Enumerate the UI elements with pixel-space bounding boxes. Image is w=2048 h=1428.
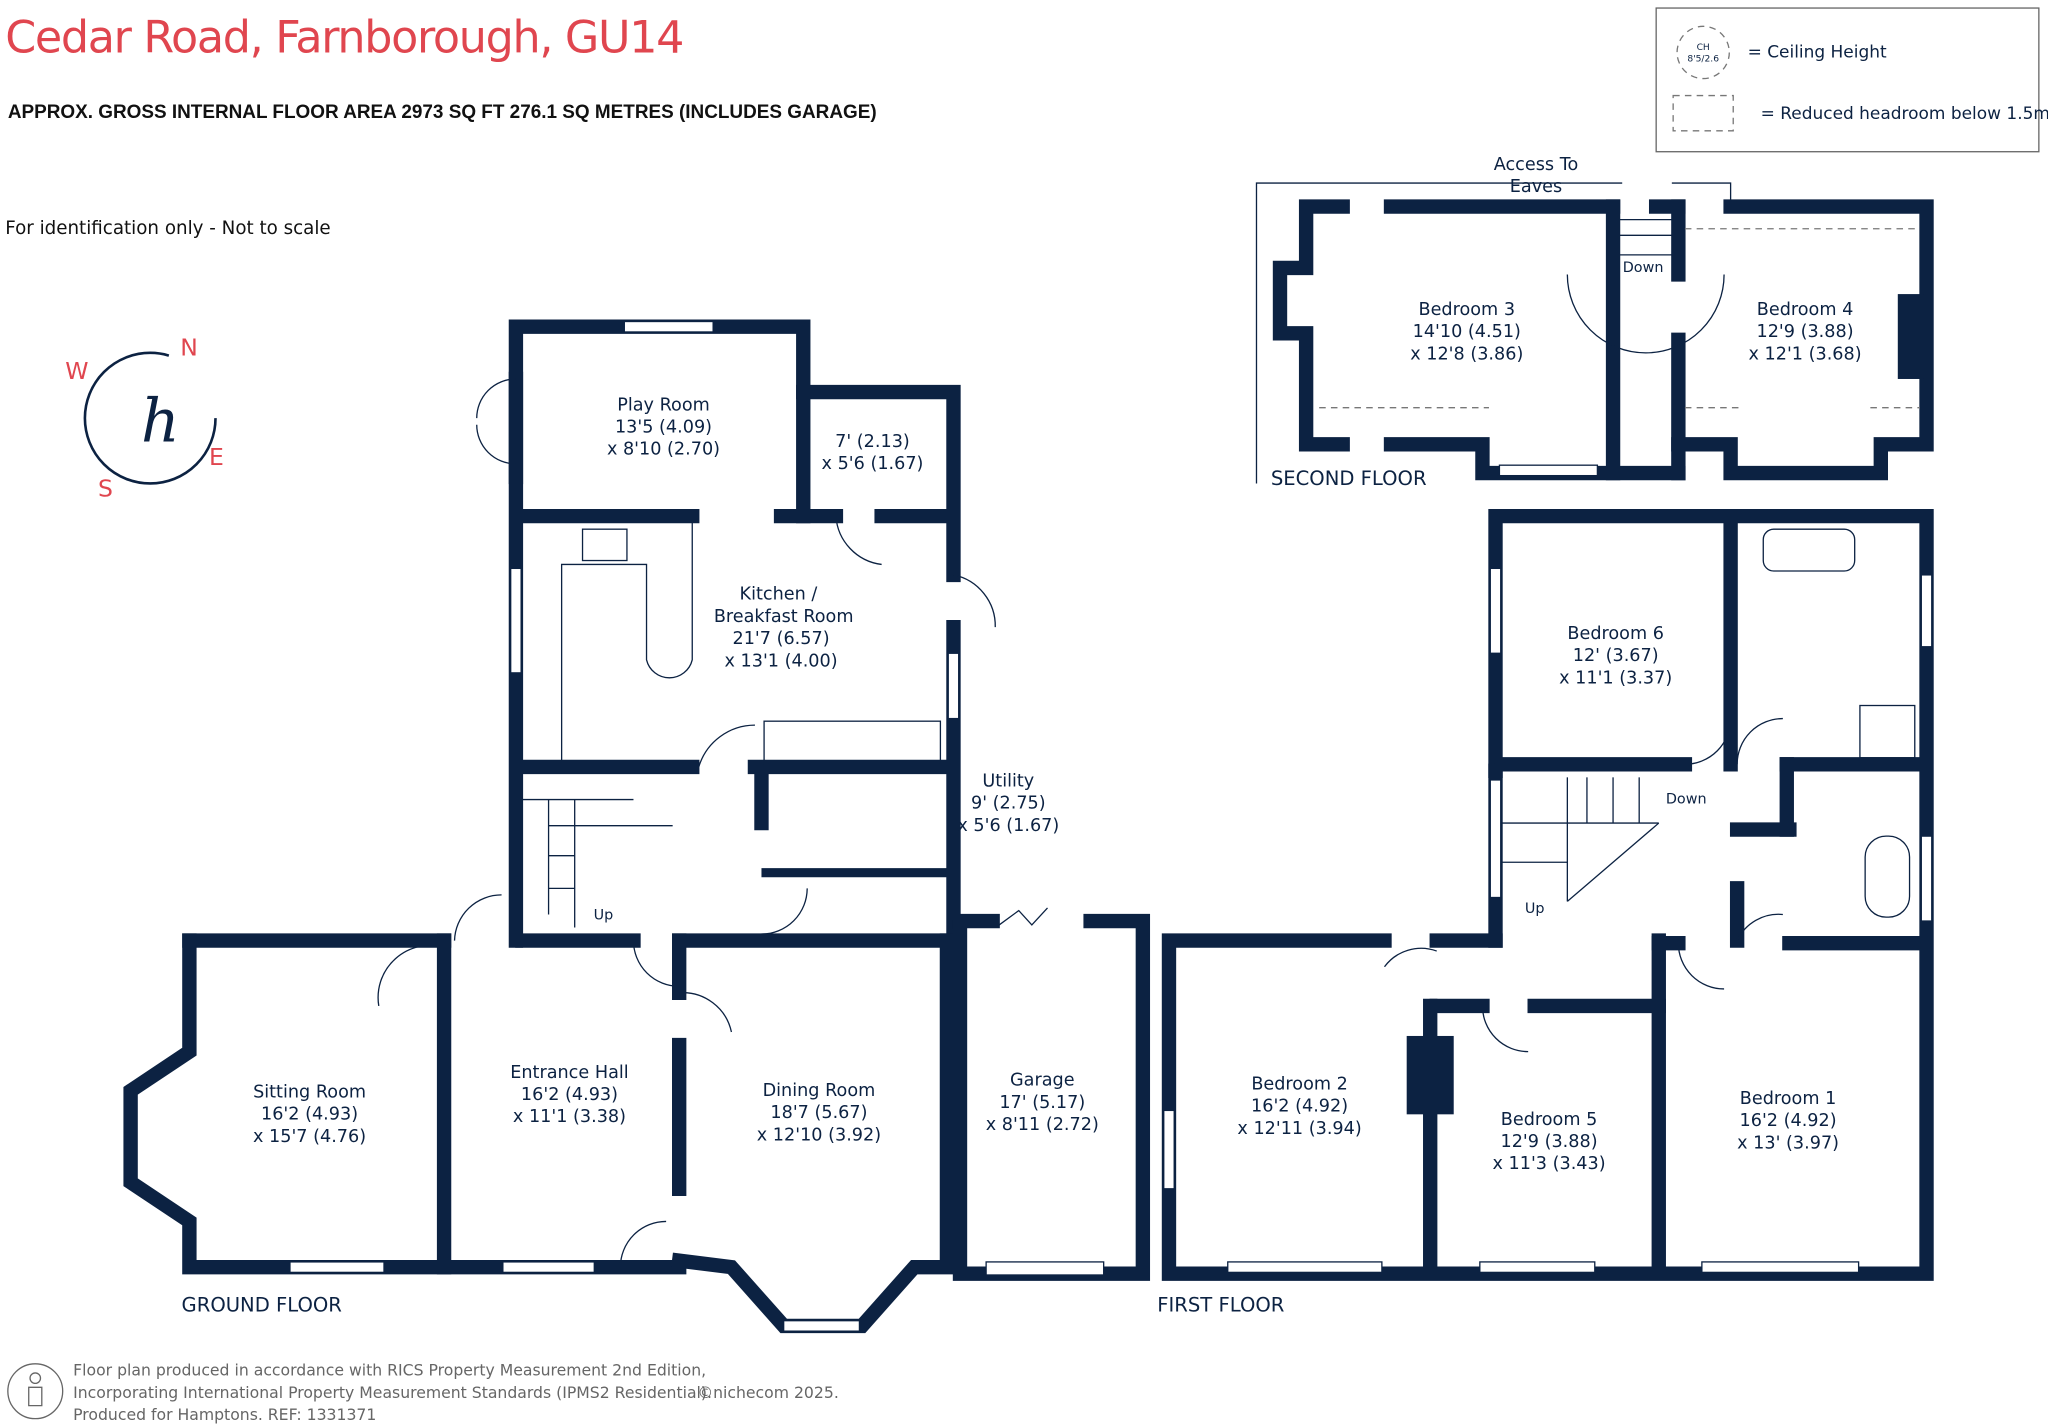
compass-w: W [65,357,88,385]
room-dim: x 5'6 (1.67) [957,816,1059,836]
room-dim: x 12'1 (3.68) [1748,344,1861,364]
room-bedroom-4: Bedroom 412'9 (3.88)x 12'1 (3.68) [1748,300,1861,364]
room-name: Bedroom 1 [1740,1089,1837,1109]
room-dim: 12'9 (3.88) [1757,322,1854,342]
compass: h N E S W [65,333,224,502]
ceiling-height-icon [1676,25,1730,80]
room-name: Kitchen / [740,585,818,605]
room-dim: 12'9 (3.88) [1501,1132,1598,1152]
copyright: ©nichecom 2025. [697,1383,838,1402]
room-dim: x 11'1 (3.38) [513,1107,626,1127]
room-name: Bedroom 4 [1757,300,1854,320]
room-dim: x 8'11 (2.72) [986,1115,1099,1135]
room-name: Bedroom 6 [1567,624,1664,644]
room-name: Bedroom 3 [1419,300,1516,320]
room-name: Play Room [617,395,710,415]
stairs-up-label: Up [1525,901,1545,917]
stairs-down-label: Down [1623,260,1664,276]
room-name: Bedroom 5 [1501,1110,1598,1130]
page-title: Cedar Road, Farnborough, GU14 [5,12,683,63]
first-floor-label: FIRST FLOOR [1157,1294,1285,1317]
footer: Floor plan produced in accordance with R… [7,1361,839,1424]
person-icon [28,1372,43,1407]
room-store: 7' (2.13)x 5'6 (1.67) [822,432,924,474]
stairs-up-label: Up [594,908,614,924]
room-play-room: Play Room 13'5 (4.09)x 8'10 (2.70) [607,395,720,459]
room-name: Dining Room [763,1081,876,1101]
room-name: Utility [982,771,1034,791]
room-bedroom-3: Bedroom 314'10 (4.51)x 12'8 (3.86) [1410,300,1523,364]
room-bedroom-6: Bedroom 612' (3.67)x 11'1 (3.37) [1559,624,1672,688]
room-dim: 13'5 (4.09) [615,418,712,438]
room-dim: 16'2 (4.93) [521,1085,618,1105]
room-dim: 16'2 (4.92) [1251,1097,1348,1117]
room-dim: 9' (2.75) [971,794,1046,814]
legend-reduced: = Reduced headroom below 1.5m [1761,104,2048,124]
room-dim: 12' (3.67) [1573,646,1659,666]
room-bedroom-5: Bedroom 512'9 (3.88)x 11'3 (3.43) [1492,1110,1605,1174]
footer-line-1: Floor plan produced in accordance with R… [73,1361,706,1380]
room-name: Entrance Hall [510,1063,628,1083]
first-floor-walls [1161,508,1934,1281]
room-dim: x 15'7 (4.76) [253,1127,366,1147]
room-dim: x 12'11 (3.94) [1237,1119,1361,1139]
room-dim: 17' (5.17) [999,1093,1085,1113]
room-bedroom-2: Bedroom 216'2 (4.92)x 12'11 (3.94) [1237,1075,1361,1139]
room-name: Breakfast Room [714,607,854,627]
room-dim: x 12'10 (3.92) [757,1125,881,1145]
legend: CH 8'5/2.6 = Ceiling Height = Reduced he… [1655,7,2048,153]
scale-note: For identification only - Not to scale [5,218,330,239]
room-name: Sitting Room [253,1082,366,1102]
stairs-down-label: Down [1666,791,1707,807]
room-dim: 16'2 (4.92) [1740,1111,1837,1131]
footer-line-2: Incorporating International Property Mea… [73,1383,712,1402]
room-name: Garage [1010,1071,1075,1091]
compass-n: N [180,333,198,361]
ch-label: CH [1697,43,1710,53]
logo-icon: h [141,387,180,457]
access-eaves-label: Access To [1494,155,1579,175]
legend-ceiling: = Ceiling Height [1748,43,1887,63]
room-dim: x 8'10 (2.70) [607,440,720,460]
ground-floor-label: GROUND FLOOR [182,1294,343,1317]
room-dim: x 13' (3.97) [1737,1133,1839,1153]
compass-e: E [209,443,224,471]
room-dim: x 13'1 (4.00) [724,651,837,671]
room-dim: x 11'1 (3.37) [1559,668,1672,688]
room-sitting: Sitting Room 16'2 (4.93)x 15'7 (4.76) [253,1082,366,1146]
room-utility: Utility 9' (2.75)x 5'6 (1.67) [957,771,1059,835]
room-labels: Play Room 13'5 (4.09)x 8'10 (2.70) 7' (2.… [253,155,1862,1174]
floor-area: APPROX. GROSS INTERNAL FLOOR AREA 2973 S… [8,102,877,123]
room-dim: x 12'8 (3.86) [1410,344,1523,364]
reduced-headroom-icon [1672,94,1734,132]
room-dim: x 5'6 (1.67) [822,454,924,474]
room-dim: 18'7 (5.67) [770,1103,867,1123]
room-dim: x 11'3 (3.43) [1492,1154,1605,1174]
room-dim: 14'10 (4.51) [1413,322,1521,342]
footer-line-3: Produced for Hamptons. REF: 1331371 [73,1405,376,1424]
room-dim: 21'7 (6.57) [733,629,830,649]
room-dim: 7' (2.13) [835,432,910,452]
room-bedroom-1: Bedroom 116'2 (4.92)x 13' (3.97) [1737,1089,1839,1153]
compass-s: S [98,475,113,503]
ch-value: 8'5/2.6 [1687,55,1719,65]
second-floor-walls [1255,182,1934,484]
ground-floor-walls [123,319,1151,1334]
room-name: Bedroom 2 [1251,1075,1348,1095]
second-floor-label: SECOND FLOOR [1271,467,1427,490]
access-eaves-label: Eaves [1510,177,1562,197]
room-dim: 16'2 (4.93) [261,1105,358,1125]
